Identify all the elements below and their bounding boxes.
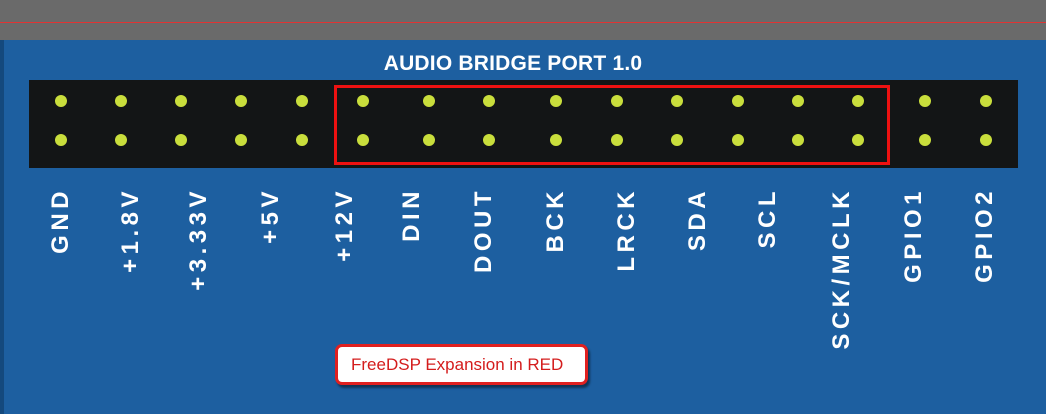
pin-label: +3.33V	[185, 187, 212, 291]
header-pin	[55, 134, 67, 146]
header-pin	[671, 95, 683, 107]
header-pin	[357, 134, 369, 146]
header-pin	[175, 134, 187, 146]
pin-label: LRCK	[613, 187, 640, 272]
header-pin	[483, 134, 495, 146]
header-pin	[296, 134, 308, 146]
top-bar	[0, 0, 1046, 40]
header-pin	[792, 95, 804, 107]
pin-label: SDA	[684, 187, 711, 252]
freedsp-highlight-box	[334, 85, 890, 165]
header-pin	[980, 95, 992, 107]
header-pin	[423, 95, 435, 107]
header-pin	[357, 95, 369, 107]
pin-label: +5V	[257, 187, 284, 244]
header-pin	[671, 134, 683, 146]
header-pin	[611, 95, 623, 107]
header-pin	[296, 95, 308, 107]
header-pin	[611, 134, 623, 146]
header-pin	[235, 95, 247, 107]
pin-label: +1.8V	[117, 187, 144, 273]
pin-label: BCK	[542, 187, 569, 253]
header-pin	[550, 95, 562, 107]
pin-label: DOUT	[470, 187, 497, 273]
pin-label: GPIO1	[900, 187, 927, 283]
header-pin	[919, 95, 931, 107]
header-pin	[175, 95, 187, 107]
header-pin	[550, 134, 562, 146]
header-pin	[852, 95, 864, 107]
pin-header	[29, 80, 1018, 168]
header-pin	[732, 134, 744, 146]
board-title: AUDIO BRIDGE PORT 1.0	[383, 52, 643, 75]
board-left-edge	[0, 40, 4, 414]
pin-label: SCL	[754, 187, 781, 249]
header-pin	[980, 134, 992, 146]
header-pin	[483, 95, 495, 107]
pin-label: +12V	[331, 187, 358, 262]
pin-label: SCK/MCLK	[828, 187, 855, 350]
header-pin	[55, 95, 67, 107]
header-pin	[115, 134, 127, 146]
freedsp-note-callout: FreeDSP Expansion in RED	[335, 344, 588, 385]
header-pin	[852, 134, 864, 146]
pin-label: GND	[47, 187, 74, 254]
pin-label: GPIO2	[971, 187, 998, 283]
header-pin	[792, 134, 804, 146]
header-pin	[423, 134, 435, 146]
top-divider-line	[0, 22, 1046, 23]
header-pin	[115, 95, 127, 107]
header-pin	[919, 134, 931, 146]
header-pin	[235, 134, 247, 146]
pin-label: DIN	[398, 187, 425, 242]
header-pin	[732, 95, 744, 107]
